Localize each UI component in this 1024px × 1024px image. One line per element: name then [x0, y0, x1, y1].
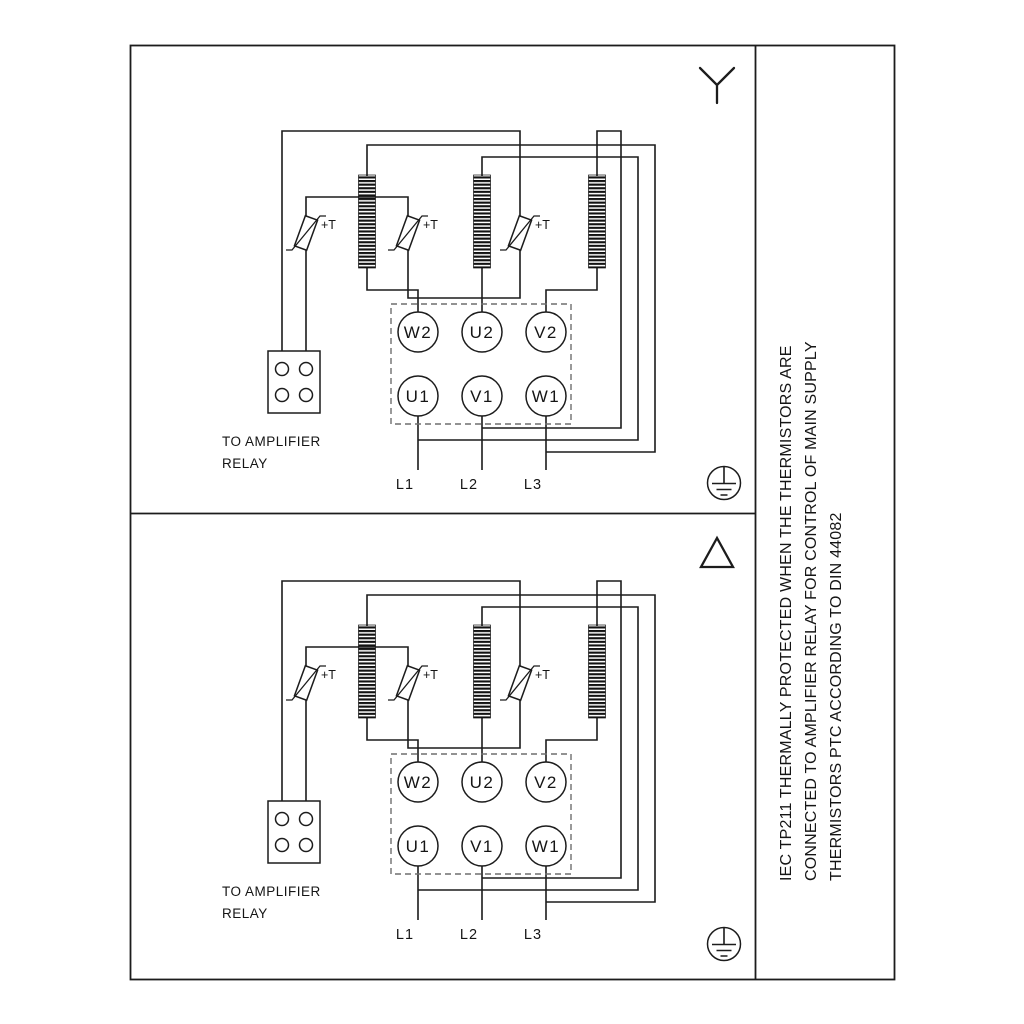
terminal-U2 [461, 311, 503, 353]
thermistor-3 [499, 214, 541, 252]
relay-note-line1: TO AMPLIFIER [222, 434, 321, 449]
terminal-W1 [525, 375, 567, 417]
terminal-V1-label: V1 [470, 387, 494, 406]
relay-pin [298, 361, 314, 377]
thermistor-2-label: +T [423, 218, 438, 232]
motor-wiring: +T +T +T W2 U2 V2 U1 V1 W1 TO AMPLIFIER [222, 130, 656, 493]
thermistor-3-label: +T [535, 218, 550, 232]
terminal-U1 [397, 375, 439, 417]
thermistor-1-label: +T [321, 218, 336, 232]
thermistor-2 [387, 214, 429, 252]
thermistor-circuit-wire [281, 130, 521, 351]
terminal-W2-label: W2 [404, 323, 433, 342]
terminal-W1-label: W1 [532, 387, 561, 406]
terminal-W2 [397, 311, 439, 353]
side-note-line2: CONNECTED TO AMPLIFIER RELAY FOR CONTROL… [803, 341, 820, 881]
winding-coil-1 [358, 174, 376, 269]
terminal-block-outline [390, 303, 572, 425]
relay-pin [298, 387, 314, 403]
mains-label-L3: L3 [524, 477, 542, 493]
winding1-return-wire [366, 144, 656, 453]
winding3-return-wire [482, 130, 622, 429]
terminal-V2-label: V2 [534, 323, 558, 342]
sheet-border [129, 44, 896, 981]
winding-coil-3 [588, 174, 606, 269]
earth-symbol-delta-panel [706, 926, 742, 962]
winding3-to-terminal-wire [545, 268, 598, 312]
mains-label-L2: L2 [460, 477, 478, 493]
side-note-line1: IEC TP211 THERMALLY PROTECTED WHEN THE T… [778, 345, 795, 881]
mains-lead-wires [417, 416, 547, 470]
winding2-return-wire [418, 156, 639, 441]
winding-coil-2 [473, 174, 491, 269]
relay-pin [274, 387, 290, 403]
terminal-U1-label: U1 [406, 387, 431, 406]
amplifier-relay-connector [267, 350, 321, 414]
earth-symbol-star-panel [706, 465, 742, 501]
delta-panel [222, 535, 742, 962]
motor-wiring-delta [222, 581, 655, 943]
mains-label-L1: L1 [396, 477, 414, 493]
winding1-to-terminal-wire [366, 268, 419, 312]
relay-pin [274, 361, 290, 377]
thermistor-1 [285, 214, 327, 252]
star-panel: +T +T +T W2 U2 V2 U1 V1 W1 TO AMPLIFIER [222, 66, 742, 501]
terminal-V1 [461, 375, 503, 417]
star-symbol-icon [698, 66, 736, 105]
relay-note-line2: RELAY [222, 456, 268, 471]
side-note-line3: THERMISTORS PTC ACCORDING TO DIN 44082 [828, 512, 845, 881]
terminal-V2 [525, 311, 567, 353]
delta-symbol-icon [699, 535, 735, 569]
terminal-U2-label: U2 [470, 323, 495, 342]
side-note: IEC TP211 THERMALLY PROTECTED WHEN THE T… [778, 341, 845, 881]
